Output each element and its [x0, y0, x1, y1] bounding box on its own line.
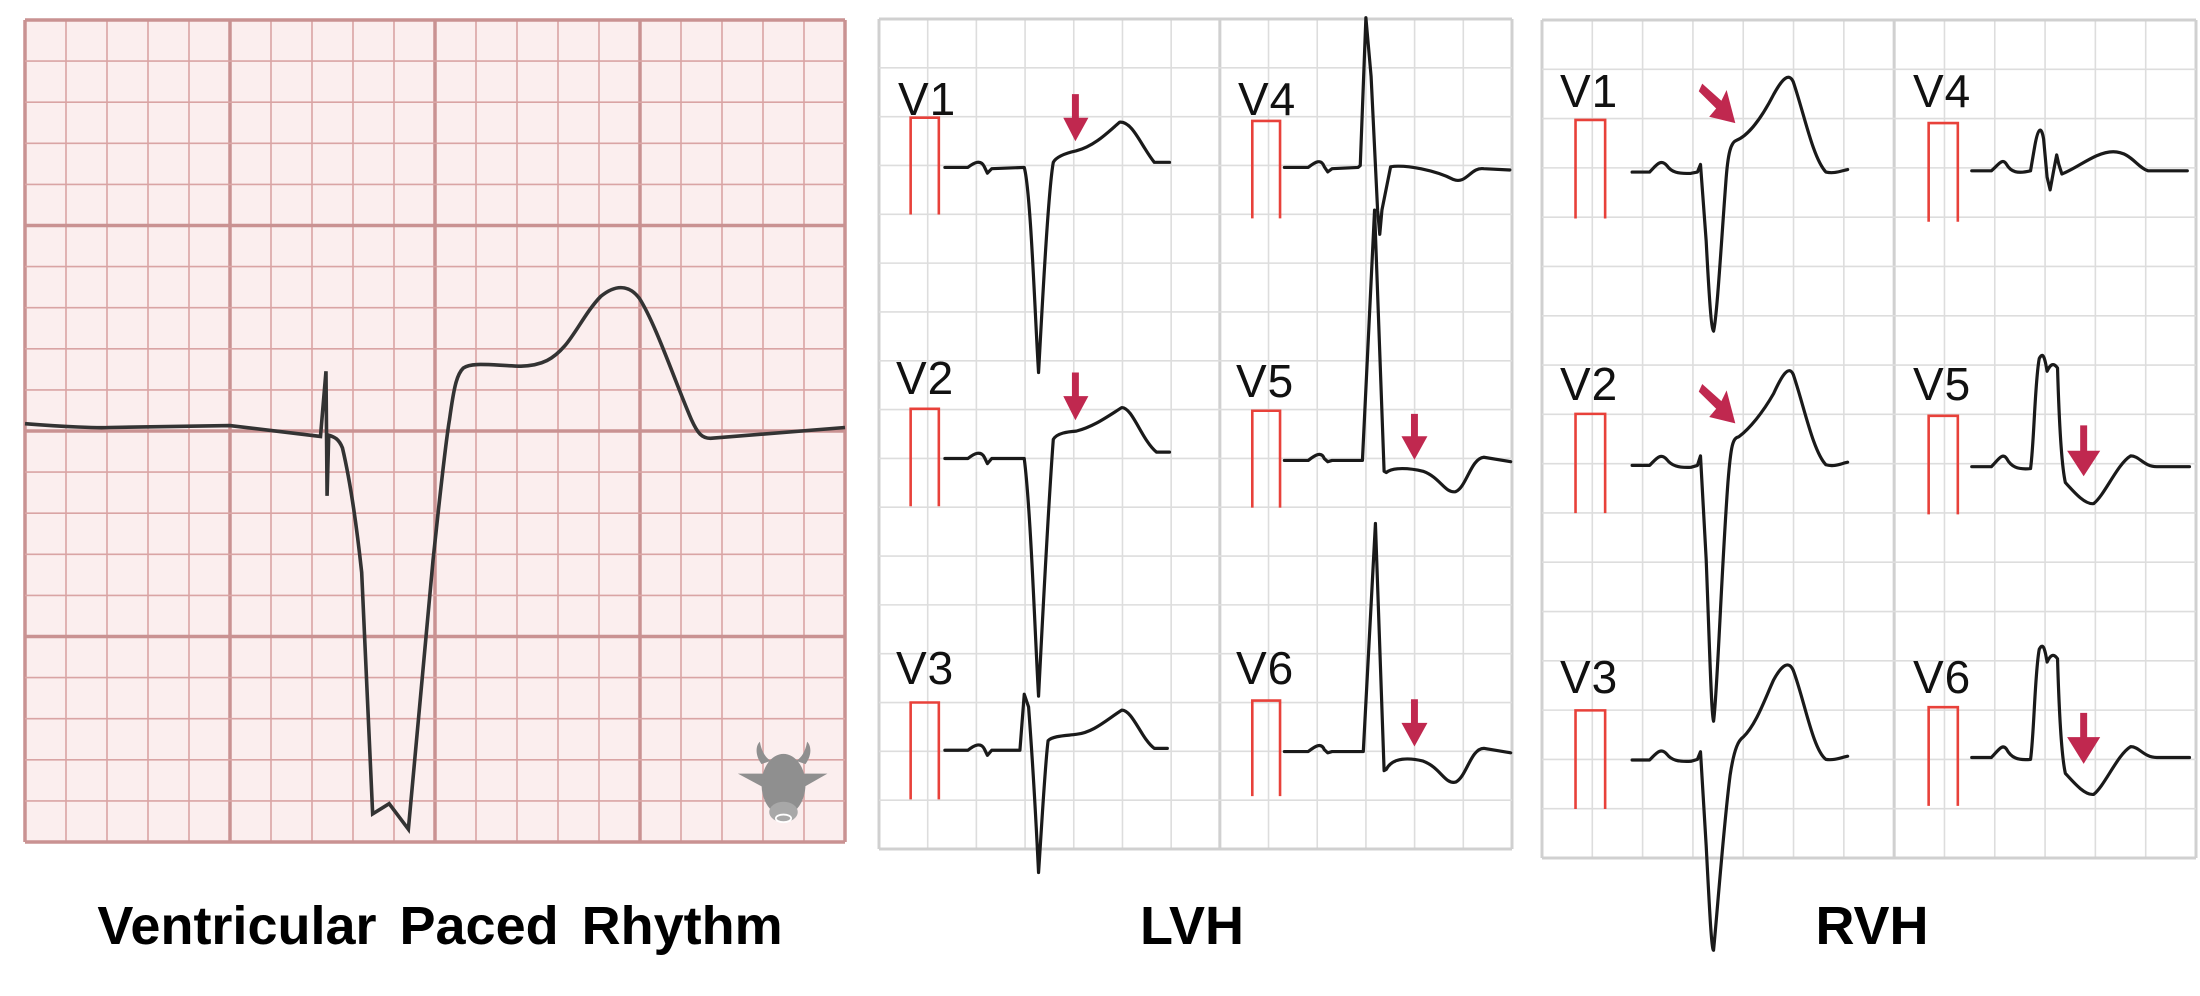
arrow-down-icon — [2067, 712, 2101, 764]
lead-label-v5: V5 — [1236, 355, 1295, 407]
calibration-pulse-v1 — [911, 118, 939, 215]
trace-v3 — [1632, 665, 1848, 950]
panel-title: Ventricular Paced Rhythm — [97, 896, 783, 956]
calibration-pulse-v2 — [1576, 414, 1606, 513]
lead-label-v4: V4 — [1913, 65, 1972, 117]
lead-label-v2: V2 — [1560, 358, 1619, 410]
lvh-ecg-leads — [879, 19, 1512, 849]
ecg-grid — [1542, 20, 2196, 858]
arrow-down-icon — [1401, 413, 1428, 460]
lead-label-v6: V6 — [1913, 651, 1972, 703]
lead-label-v3: V3 — [896, 642, 955, 694]
trace-v2 — [945, 408, 1170, 697]
arrow-down-icon — [1401, 699, 1428, 747]
bull-head-icon — [737, 741, 828, 824]
lead-label-v5: V5 — [1913, 358, 1972, 410]
ecg-trace-paced — [25, 288, 845, 830]
lead-label-v6: V6 — [1236, 642, 1295, 694]
calibration-pulse-v2 — [911, 409, 939, 506]
trace-v4 — [1972, 130, 2188, 190]
calibration-pulse-v6 — [1252, 701, 1280, 797]
lead-label-v3: V3 — [1560, 651, 1619, 703]
lead-label-v1: V1 — [898, 73, 957, 125]
arrow-diagonal-icon — [1698, 383, 1736, 424]
trace-v1 — [1632, 77, 1848, 331]
calibration-pulse-v4 — [1252, 121, 1280, 218]
lead-label-v1: V1 — [1560, 65, 1619, 117]
trace-v2 — [1632, 371, 1848, 722]
ecg-grid — [25, 20, 845, 842]
lead-label-v2: V2 — [896, 352, 955, 404]
arrow-down-icon — [1063, 372, 1089, 421]
rvh-ecg-leads — [1542, 20, 2196, 858]
calibration-pulse-v6 — [1929, 707, 1958, 806]
ecg-grid — [879, 19, 1512, 849]
paced-rhythm-ecg-strip — [25, 20, 845, 842]
calibration-pulse-v5 — [1929, 416, 1958, 515]
calibration-pulse-v4 — [1929, 123, 1958, 222]
panel-title: LVH — [1140, 896, 1244, 956]
trace-v5 — [1972, 355, 2190, 503]
trace-v3 — [945, 694, 1167, 872]
calibration-pulse-v1 — [1576, 120, 1606, 219]
trace-v6 — [1972, 646, 2190, 794]
lead-label-v4: V4 — [1238, 73, 1297, 125]
arrow-diagonal-icon — [1698, 83, 1736, 124]
trace-v6 — [1284, 523, 1510, 782]
trace-v5 — [1284, 210, 1510, 492]
arrow-down-icon — [1063, 94, 1089, 142]
trace-v4 — [1284, 18, 1509, 235]
calibration-pulse-v3 — [911, 702, 939, 799]
panel-title: RVH — [1815, 896, 1929, 956]
trace-v1 — [945, 122, 1170, 372]
calibration-pulse-v3 — [1576, 710, 1606, 809]
calibration-pulse-v5 — [1252, 411, 1280, 508]
